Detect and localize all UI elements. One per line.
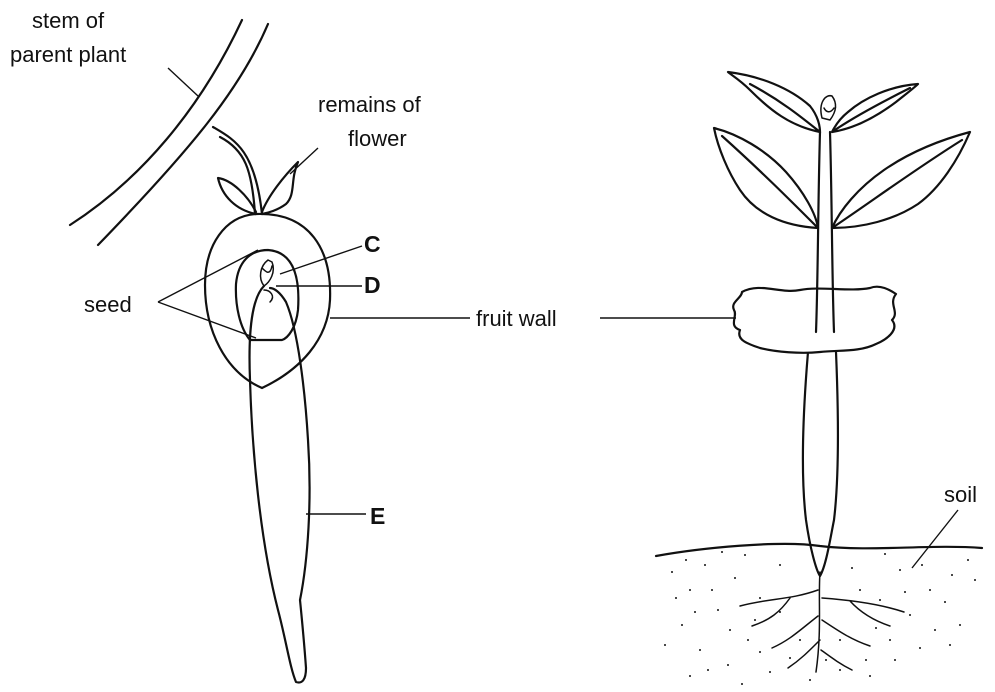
label-e: E	[370, 503, 385, 529]
label-soil: soil	[944, 482, 977, 507]
seedling-lower-stem	[803, 352, 838, 576]
fruit-stalk	[213, 127, 262, 214]
radicle-e	[250, 286, 310, 682]
plumule-tip	[261, 260, 274, 302]
seedling-leaf-top-right	[832, 84, 918, 132]
label-d: D	[364, 272, 381, 298]
soil-surface	[656, 544, 982, 556]
label-c: C	[364, 231, 381, 257]
seedling-fruit-wall	[733, 287, 896, 353]
seedling-leaf-top-left	[728, 72, 820, 132]
right-drawing-seedling	[600, 72, 982, 685]
seed-outline	[236, 250, 299, 340]
fruit-wall-outline	[205, 214, 330, 388]
soil-leader	[912, 510, 958, 568]
label-stem-of: stem of	[32, 8, 105, 33]
seedling-leaf-lower-right	[832, 132, 970, 228]
seedling-terminal-bud	[821, 96, 836, 120]
label-flower: flower	[348, 126, 407, 151]
flower-leader	[290, 148, 318, 174]
label-seed: seed	[84, 292, 132, 317]
label-fruit-wall: fruit wall	[476, 306, 557, 331]
seedling-leaf-lower-left	[714, 128, 818, 228]
label-parent-plant: parent plant	[10, 42, 126, 67]
stem-leader	[168, 68, 198, 96]
left-drawing-fruit-on-parent-plant	[70, 20, 470, 682]
seedling-roots	[740, 572, 904, 672]
label-remains-of: remains of	[318, 92, 422, 117]
